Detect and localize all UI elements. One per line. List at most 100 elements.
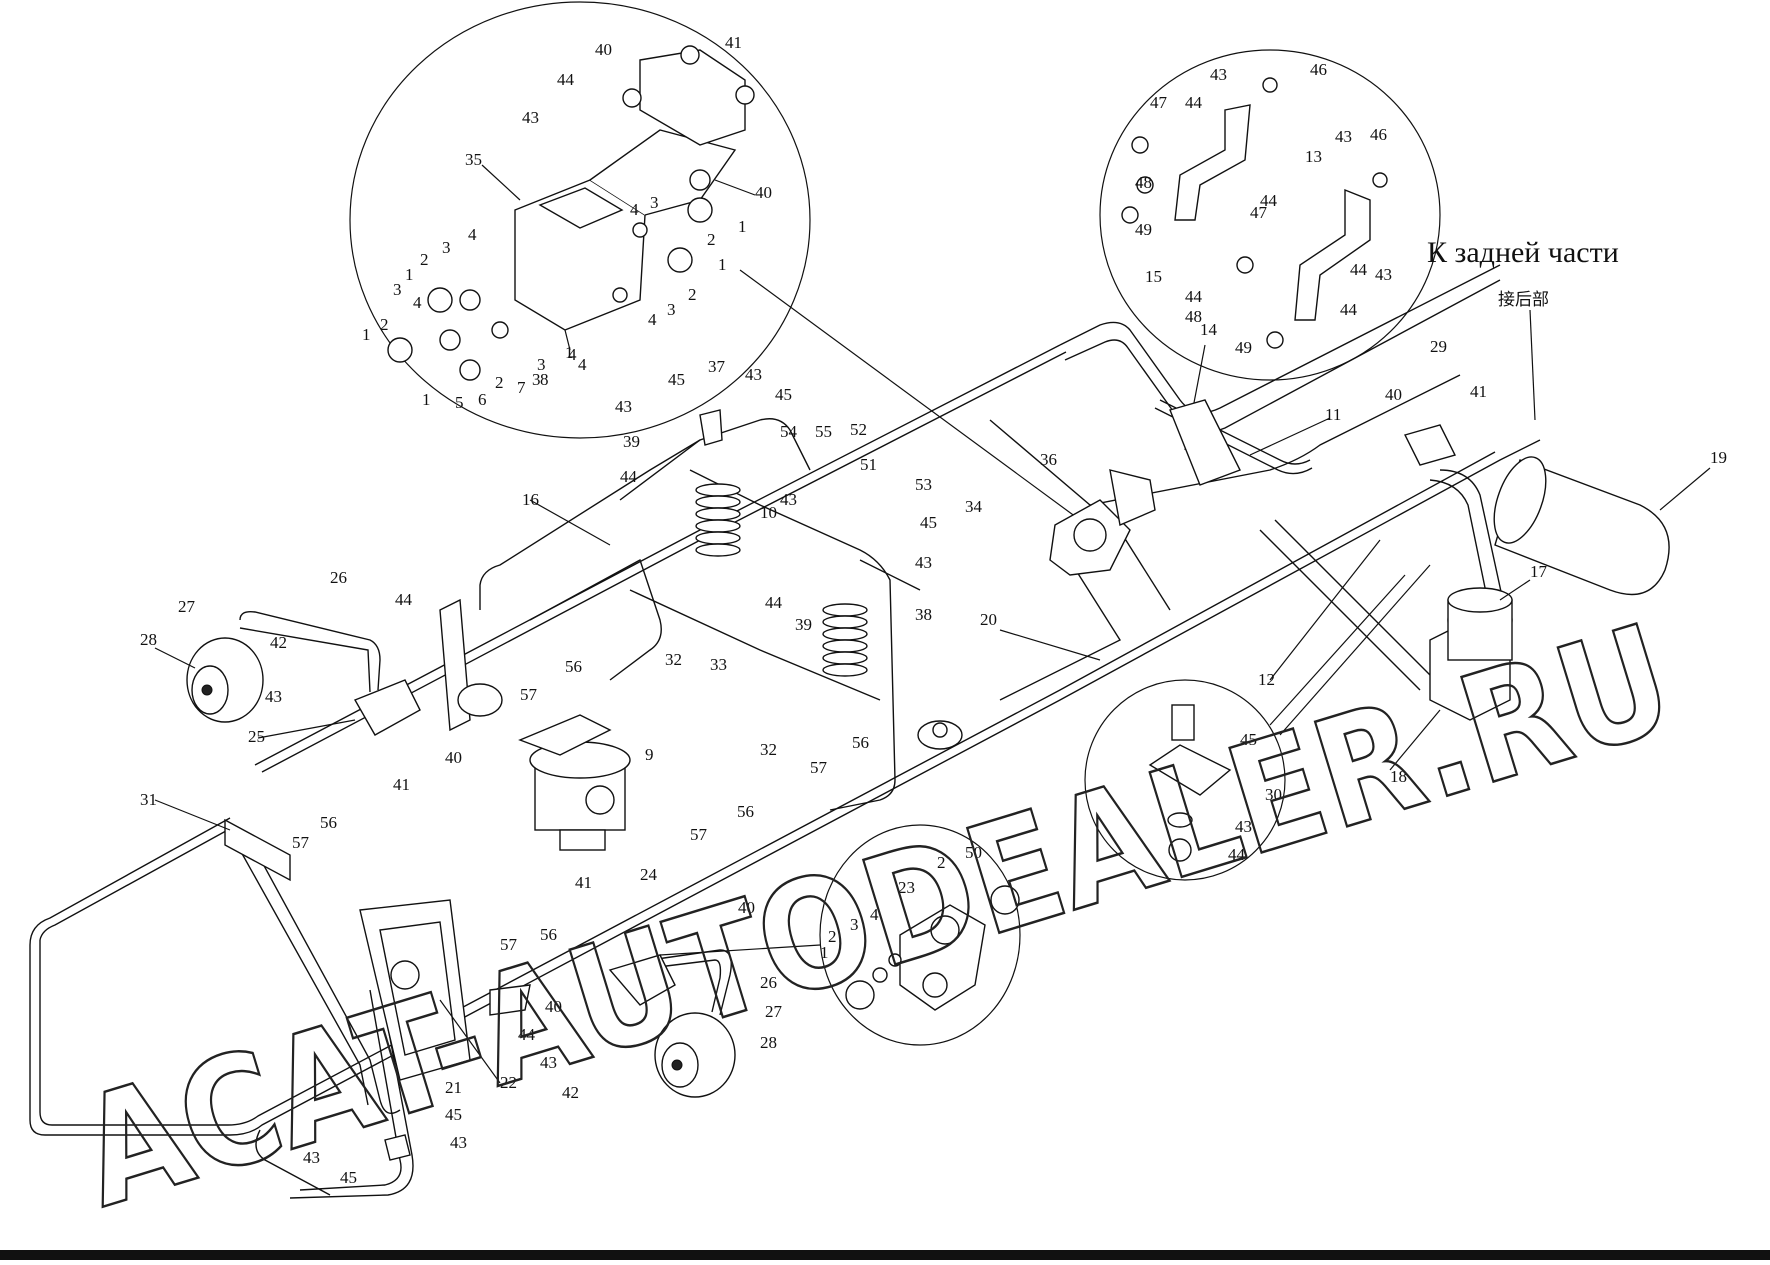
callout: 1 (738, 217, 747, 236)
callouts-center: 45 37 43 45 43 39 44 54 55 52 51 53 43 1… (522, 337, 1727, 674)
brake-chamber-left (186, 637, 264, 723)
callout: 23 (898, 878, 915, 897)
callout: 11 (1325, 405, 1341, 424)
callout: 19 (1710, 448, 1727, 467)
callout: 1 (362, 325, 371, 344)
detail-ellipse-right (1099, 49, 1441, 451)
callout: 34 (965, 497, 983, 516)
callout: 44 (518, 1025, 536, 1044)
callout: 4 (648, 310, 657, 329)
callout: 57 (690, 825, 708, 844)
callouts-top-detail: 40 41 44 43 35 40 4 3 2 1 4 3 2 1 3 4 2 … (362, 33, 772, 412)
callout: 39 (623, 432, 640, 451)
callout: 47 (1250, 203, 1268, 222)
callout: 1 (565, 343, 574, 362)
callout: 45 (668, 370, 685, 389)
callout: 48 (1135, 173, 1152, 192)
callout: 56 (737, 802, 754, 821)
callout: 3 (850, 915, 859, 934)
callout: 25 (248, 727, 265, 746)
callout: 22 (500, 1073, 517, 1092)
callout: 2 (937, 853, 946, 872)
callout: 54 (780, 422, 798, 441)
callout: 40 (595, 40, 612, 59)
callout: 40 (738, 898, 755, 917)
callout: 40 (445, 748, 462, 767)
callout: 4 (578, 355, 587, 374)
callout: 4 (468, 225, 477, 244)
callout: 44 (765, 593, 783, 612)
callout: 41 (725, 33, 742, 52)
callout: 3 (667, 300, 676, 319)
brake-pipes (29, 264, 1541, 1199)
callout: 31 (140, 790, 157, 809)
callout: 43 (303, 1148, 320, 1167)
callout: 43 (780, 490, 797, 509)
coil-upper (695, 483, 741, 557)
callouts-right-detail: 43 46 47 44 13 43 46 48 49 15 44 47 44 4… (1135, 60, 1392, 357)
callout: 9 (645, 745, 654, 764)
callout: 38 (915, 605, 932, 624)
callouts-detail-30: 45 30 43 44 (1228, 730, 1282, 864)
callout: 44 (1228, 845, 1246, 864)
callout: 57 (500, 935, 518, 954)
callout: 43 (522, 108, 539, 127)
callout: 57 (520, 685, 538, 704)
callout: 45 (445, 1105, 462, 1124)
callout: 6 (478, 390, 487, 409)
callout: 4 (568, 345, 577, 364)
callout: 32 (665, 650, 682, 669)
callout: 26 (760, 973, 777, 992)
callout: 43 (450, 1133, 467, 1152)
callout: 57 (292, 833, 310, 852)
callout: 37 (708, 357, 726, 376)
bottom-border (0, 1250, 1770, 1260)
callout: 2 (495, 373, 504, 392)
callout: 10 (760, 503, 777, 522)
callout: 39 (795, 615, 812, 634)
callout: 36 (1040, 450, 1057, 469)
callout: 4 (413, 293, 422, 312)
callout: 2 (707, 230, 716, 249)
air-tank (1493, 456, 1670, 596)
callout: 27 (178, 597, 196, 616)
callout: 32 (760, 740, 777, 759)
callout: 40 (755, 183, 772, 202)
callout: 2 (420, 250, 429, 269)
callout: 44 (1185, 287, 1203, 306)
callout: 30 (1265, 785, 1282, 804)
callout: 12 (1258, 670, 1275, 689)
callout: 3 (650, 193, 659, 212)
callout: 28 (760, 1033, 777, 1052)
callout: 44 (1350, 260, 1368, 279)
callout: 55 (815, 422, 832, 441)
callout: 41 (575, 873, 592, 892)
callout: 8 (540, 370, 549, 389)
callout: 3 (442, 238, 451, 257)
callout: 17 (1530, 562, 1548, 581)
callout: 43 (615, 397, 632, 416)
callout: 47 (1150, 93, 1168, 112)
callout: 49 (1135, 220, 1152, 239)
watermark: ACAT-AUTODEALER.RU (62, 593, 1691, 1242)
callout: 27 (765, 1002, 783, 1021)
callout: 49 (1235, 338, 1252, 357)
callout: 43 (915, 553, 932, 572)
callout: 26 (330, 568, 347, 587)
callout: 3 (537, 355, 546, 374)
callout: 44 (1185, 93, 1203, 112)
callout: 40 (545, 997, 562, 1016)
callout: 1 (405, 265, 414, 284)
callout: 3 (393, 280, 402, 299)
callout: 45 (340, 1168, 357, 1187)
callout: 42 (270, 633, 287, 652)
callout: 43 (1210, 65, 1227, 84)
callout: 28 (140, 630, 157, 649)
callout: 4 (630, 200, 639, 219)
callout: 45 (1240, 730, 1257, 749)
callout: 53 (915, 475, 932, 494)
callout: 5 (455, 393, 464, 412)
callout: 43 (745, 365, 762, 384)
callout: 45 (775, 385, 792, 404)
